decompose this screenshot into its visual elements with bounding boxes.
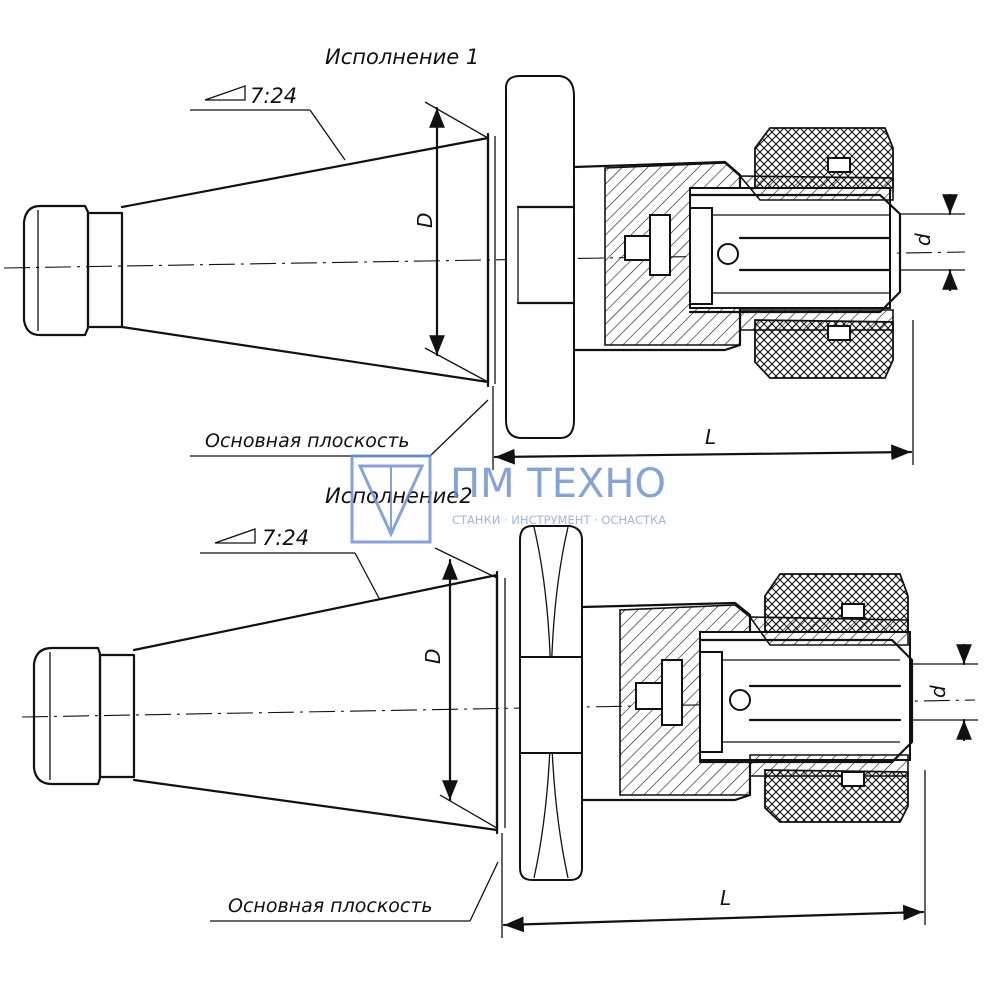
- variant-2-taper-cone: [132, 573, 499, 832]
- watermark: ПМ ТЕХНО СТАНКИ · ИНСТРУМЕНТ · ОСНАСТКА: [350, 454, 666, 544]
- variant-1-dim-L-label: L: [705, 425, 716, 449]
- variant-1-dim-L-line: [493, 444, 913, 465]
- variant-2-taper-symbol: [214, 528, 256, 544]
- variant-2-dim-L-line: [502, 904, 925, 933]
- variant-2-drawing: Исполнение2: [21, 484, 978, 938]
- variant-2-title: Исполнение2: [325, 484, 473, 508]
- watermark-tagline: СТАНКИ · ИНСТРУМЕНТ · ОСНАСТКА: [452, 513, 666, 527]
- variant-1-dim-d-label: d: [911, 233, 935, 246]
- variant-1-taper-cone: [120, 136, 490, 384]
- variant-1-flange: [504, 75, 575, 439]
- variant-2-knob-neck: [98, 653, 136, 779]
- variant-2-dim-L-label: L: [720, 886, 731, 910]
- variant-2-dim-d-label: d: [926, 685, 950, 698]
- variant-1-knob-neck: [86, 211, 124, 329]
- variant-2-flange-slot: [519, 656, 583, 754]
- variant-1-title: Исполнение 1: [325, 45, 479, 69]
- variant-1-base-plane-label: Основная плоскость: [205, 430, 410, 452]
- variant-1-dim-D-label: D: [413, 213, 437, 228]
- variant-1-retention-knob: [22, 204, 90, 337]
- variant-2-nut-knurl-bottom: [764, 769, 909, 823]
- variant-1-collet: [688, 193, 902, 314]
- variant-2-collet: [698, 638, 914, 764]
- variant-1-drawing: Исполнение 1: [3, 45, 966, 470]
- variant-2-dim-D-label: D: [421, 649, 445, 664]
- variant-2-base-plane-label: Основная плоскость: [228, 895, 433, 917]
- variant-2-retention-knob: [32, 646, 102, 786]
- variant-2-taper-ratio: 7:24: [262, 526, 309, 550]
- watermark-brand: ПМ ТЕХНО: [450, 461, 666, 507]
- variant-1-taper-symbol: [204, 85, 246, 101]
- watermark-logo: [350, 454, 432, 544]
- variant-1-taper-ratio: 7:24: [250, 84, 297, 108]
